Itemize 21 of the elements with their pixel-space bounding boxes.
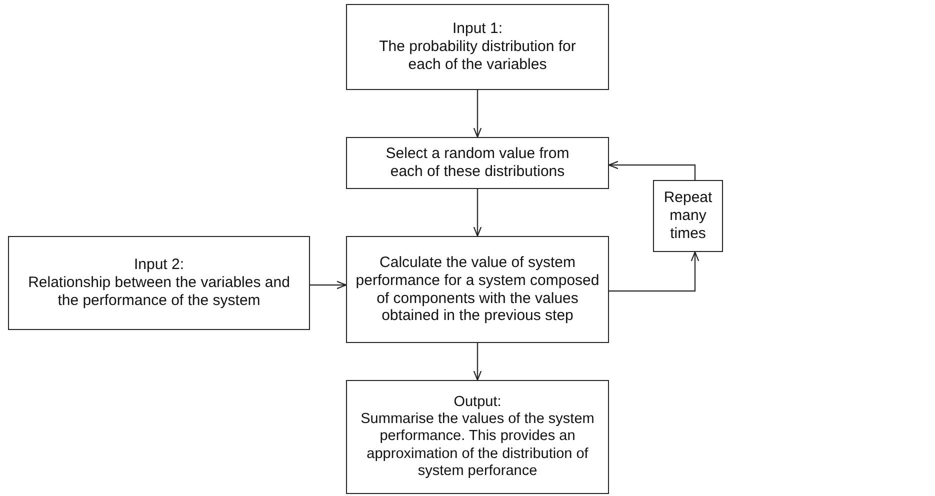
arrow — [473, 90, 482, 138]
process-box — [8, 236, 310, 330]
box-text: Relationship between the variables and the performance of the system — [27, 274, 291, 310]
box-text: Repeat many times — [662, 189, 714, 243]
process-box — [346, 236, 609, 343]
process-box — [346, 4, 609, 90]
box-heading: Input 2: — [134, 256, 184, 274]
arrow — [473, 343, 482, 381]
arrow — [473, 189, 482, 237]
box-text: The probability distribution for each of the variables — [378, 38, 577, 74]
process-box — [346, 137, 609, 189]
process-box — [346, 380, 609, 494]
box-text: Select a random value from each of these distributions — [384, 145, 570, 181]
box-heading: Output: — [454, 394, 502, 412]
arrow — [310, 280, 347, 290]
box-text: Summarise the values of the system performance. This provides an approximation of the distribution of system perforance — [360, 411, 596, 480]
box-text: Calculate the value of system performance for a system composed of components with the values obtained in the previous step — [354, 254, 600, 325]
arrow — [608, 160, 696, 180]
process-box — [653, 180, 723, 252]
arrow — [609, 251, 700, 292]
box-heading: Input 1: — [452, 20, 503, 38]
